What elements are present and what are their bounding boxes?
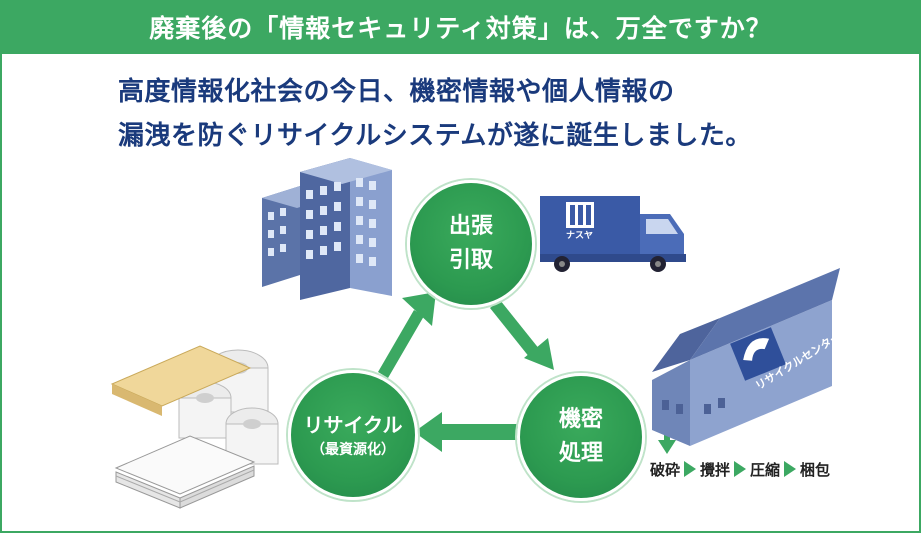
arrow-recycle-to-pickup-icon: [378, 292, 436, 378]
cycle-step-processing-line2: 処理: [558, 441, 603, 466]
cycle-step-pickup-line2: 引取: [448, 248, 493, 273]
subtitle-line-2: 漏洩を防ぐリサイクルシステムが遂に誕生しました。: [118, 121, 752, 151]
subtitle-line-1: 高度情報化社会の今日、機密情報や個人情報の: [118, 77, 675, 107]
subtitle: 高度情報化社会の今日、機密情報や個人情報の 漏洩を防ぐリサイクルシステムが遂に誕…: [118, 70, 878, 158]
cycle-step-processing-line1: 機密: [558, 407, 603, 432]
process-steps: 破砕 攪拌 圧縮 梱包: [650, 458, 830, 480]
cycle-step-recycle: リサイクル （最資源化）: [288, 370, 418, 500]
process-step-crush: 破砕: [650, 460, 681, 479]
delivery-truck-icon: [540, 196, 686, 272]
office-building-icon: [262, 158, 392, 300]
cycle-step-processing: 機密 処理: [517, 373, 645, 501]
process-step-pack: 梱包: [800, 460, 831, 479]
recycle-center-building-icon: [652, 268, 840, 446]
page-title: 廃棄後の「情報セキュリティ対策」は、万全ですか？: [0, 0, 921, 54]
triangle-right-icon: [784, 461, 797, 477]
header-title: 廃棄後の「情報セキュリティ対策」は、万全ですか？: [149, 14, 772, 43]
truck-brand-label: ナスヤ: [566, 231, 594, 241]
paper-stack-icon: [114, 435, 256, 509]
triangle-right-icon: [734, 461, 747, 477]
cycle-arrows: [378, 292, 676, 454]
toilet-paper-rolls-icon: [178, 349, 279, 465]
arrow-pickup-to-processing-icon: [490, 300, 554, 370]
process-step-compress: 圧縮: [750, 460, 781, 479]
arrow-processing-to-recycle-icon: [414, 412, 518, 452]
cycle-step-pickup-line1: 出張: [448, 214, 493, 239]
triangle-right-icon: [684, 461, 697, 477]
cycle-step-pickup: 出張 引取: [407, 180, 535, 308]
cardboard-sheet-icon: [110, 345, 252, 416]
cycle-step-recycle-line2: （最資源化）: [311, 442, 395, 458]
cycle-step-recycle-line1: リサイクル: [303, 413, 403, 437]
process-step-stir: 攪拌: [700, 460, 731, 479]
